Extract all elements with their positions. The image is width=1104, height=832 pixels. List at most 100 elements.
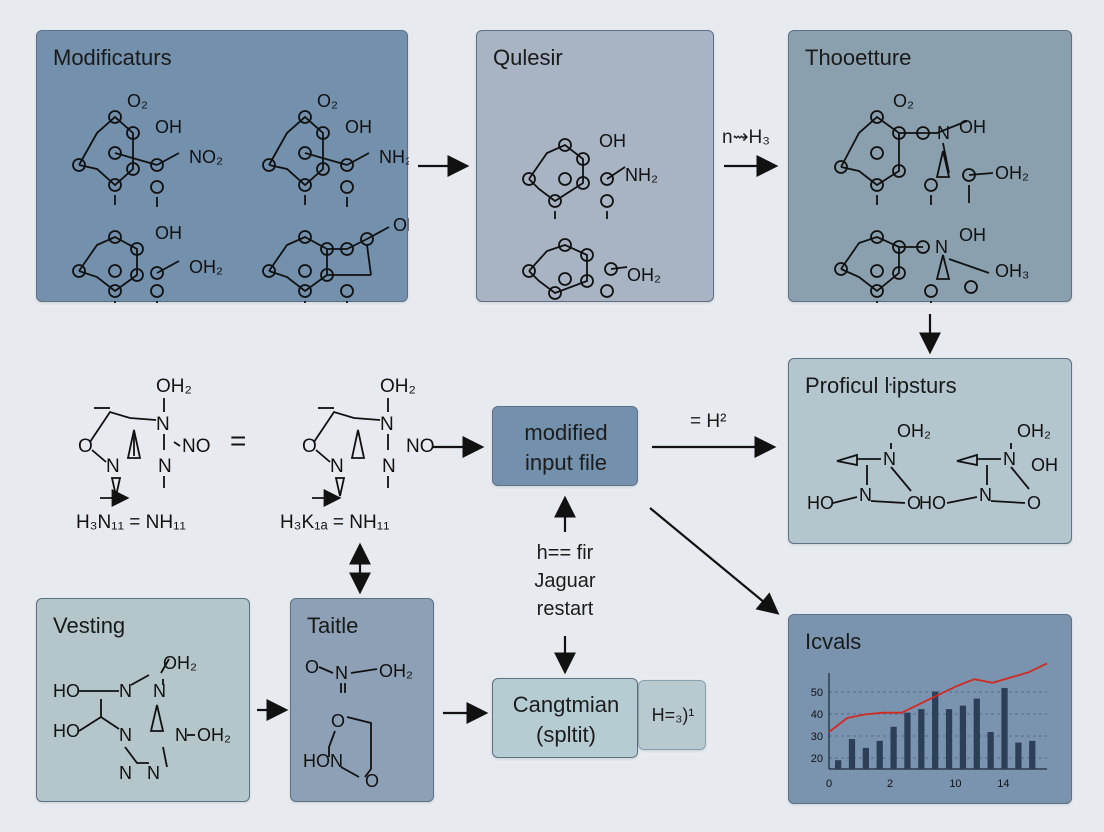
panel-thoeetture: Thooetture O₂ OH OH₂ N OH OH₃ [788,30,1072,303]
molecule-2: OH₂ N OH N O HO [919,421,1058,513]
chart-bar [973,698,980,769]
svg-text:O: O [78,436,93,457]
svg-text:H₃K₁ₐ = NH₁₁: H₃K₁ₐ = NH₁₁ [280,512,390,533]
svg-text:NH₂: NH₂ [379,147,409,167]
chart-bar [835,760,842,769]
svg-text:NO: NO [182,436,211,457]
svg-text:O: O [331,711,345,731]
molecule-left: OH₂ N O NO N N H₃N₁₁ = NH₁₁ [76,376,211,533]
svg-text:OH₂: OH₂ [380,376,416,397]
panel-title: Vesting [53,613,126,638]
panel-modifications: Modificaturs O₂ OH NO₂ O₂ OH NH₂ [36,30,409,303]
svg-text:HO: HO [53,681,80,701]
label-arrow-h2: = H² [690,411,727,432]
svg-text:N: N [937,123,950,143]
svg-text:N: N [106,456,120,477]
svg-text:O: O [365,771,379,791]
side-note-box: H=₃)¹ [638,680,706,750]
svg-text:HO: HO [919,493,946,513]
molecule-2: OH OH₃ N [834,225,1029,303]
molecule-right: OH₂ N O NO N N H₃K₁ₐ = NH₁₁ [280,376,435,533]
molecule-structures: O₂ OH NO₂ O₂ OH NH₂ OH OH₂ [72,91,409,303]
process-cangtmian-split[interactable]: Cangtmian (spltit) [492,678,638,758]
svg-text:N: N [158,456,172,477]
molecule-1: O₂ OH NO₂ [72,91,223,207]
svg-text:HON: HON [303,751,343,771]
svg-text:O: O [305,657,319,677]
svg-text:O: O [302,436,317,457]
chart-bar [987,732,994,769]
svg-text:OH₂: OH₂ [995,163,1029,183]
panel-title: Modificaturs [53,45,172,70]
svg-text:NO: NO [406,436,435,457]
svg-text:O₂: O₂ [317,91,338,111]
molecule-3: OH OH₂ [72,223,223,303]
svg-text:N: N [119,725,132,745]
molecule-1: O₂ OH OH₂ N [834,91,1029,205]
chart-y-tick: 30 [811,731,823,743]
panel-title: Icvals [805,629,862,654]
svg-text:HO: HO [53,721,80,741]
label-jaguar-restart-1: h== fir [536,542,594,564]
molecule-structures: O N OH₂ O HON O [303,657,413,791]
chart-x-tick: 2 [887,778,893,790]
panel-title: Taitle [307,613,359,638]
label-jaguar-restart-2: Jaguar [534,570,596,592]
svg-text:N: N [1003,449,1016,469]
molecule-structures: OH₂ HO N N HO N N OH₂ N N [53,653,231,783]
chart-bar [1015,742,1022,769]
label-jaguar-restart-3: restart [536,598,594,620]
chart-bar [945,709,953,769]
panel-profical: Proficul ŀipsturs OH₂ N N O HO OH₂ N OH … [788,358,1072,544]
svg-text:HO: HO [807,493,834,513]
molecule-1: OH₂ N N O HO [807,421,931,513]
molecule-structures: O₂ OH OH₂ N OH OH₃ N [834,91,1029,303]
process-label-line1: modified [524,420,608,445]
svg-text:NO₂: NO₂ [189,147,223,167]
chart-bar [904,712,911,769]
molecule-4: OH [262,215,409,303]
panel-query: Qulesir OH NH₂ OH₂ [476,30,714,302]
molecule-2: O₂ OH NH₂ [262,91,409,207]
process-label-line1: Cangtmian [512,692,620,717]
chart-y-tick: 40 [811,709,823,721]
panel-title: Thooetture [805,45,912,70]
svg-text:OH: OH [1031,455,1058,475]
molecule-structures: OH₂ N N O HO OH₂ N OH N O HO [807,421,1058,513]
svg-text:OH: OH [959,225,986,245]
panel-title: Qulesir [493,45,563,70]
svg-text:OH: OH [599,131,626,151]
chart-x-tick: 0 [826,778,832,790]
svg-text:OH: OH [959,117,986,137]
chart-x-tick: 14 [997,778,1009,790]
chart-bar [876,740,883,769]
process-label-line2: (spltit) [536,722,596,747]
svg-text:N: N [330,456,344,477]
svg-text:N: N [883,449,896,469]
svg-text:OH₂: OH₂ [1017,421,1051,441]
process-modified-input-file[interactable]: modified input file [492,406,638,486]
svg-text:N: N [979,485,992,505]
process-label-line2: input file [525,450,607,475]
chart-bar [1001,688,1008,769]
svg-text:N: N [119,681,132,701]
panel-vesting: Vesting OH₂ HO N N HO N N OH₂ N N [36,598,250,802]
svg-text:H₃N₁₁ = NH₁₁: H₃N₁₁ = NH₁₁ [76,512,186,533]
chart-series-line [828,662,1048,733]
svg-text:N: N [935,237,948,257]
svg-text:=: = [230,425,246,456]
svg-text:N: N [156,414,170,435]
chart-x-tick: 10 [949,778,961,790]
svg-text:OH₂: OH₂ [197,725,231,745]
svg-text:OH₂: OH₂ [627,265,661,285]
label-arrow-nh3: n⇝H₃ [722,127,770,148]
chart-bar [862,747,869,769]
svg-text:O: O [907,493,921,513]
svg-text:OH: OH [155,223,182,243]
molecule-1: OH NH₂ [522,131,658,219]
svg-text:N: N [382,456,396,477]
panel-taitle: Taitle O N OH₂ O HON O [290,598,434,802]
chart-y-tick: 20 [811,753,823,765]
